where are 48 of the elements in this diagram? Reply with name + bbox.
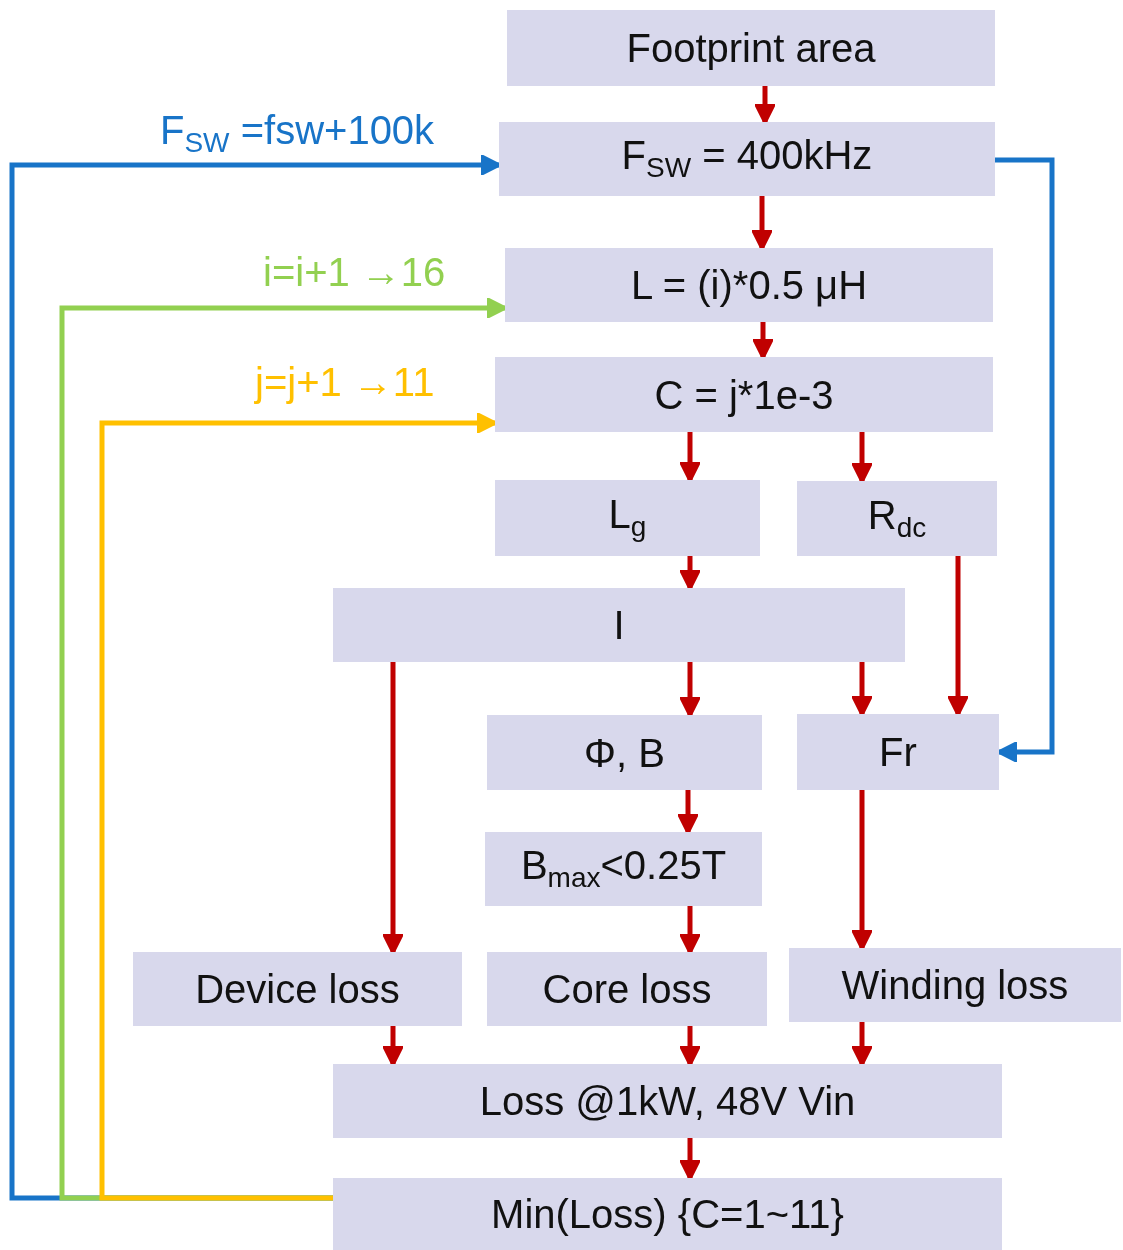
arrow <box>752 322 774 360</box>
process-box <box>507 10 995 86</box>
arrow <box>751 196 773 251</box>
process-box <box>797 714 999 790</box>
process-box <box>499 122 995 196</box>
arrow <box>679 556 701 591</box>
box-label: R$_{dc}$ <box>867 494 927 543</box>
arrow <box>851 662 873 717</box>
process-box <box>495 480 760 556</box>
box-label: Loss @1kW, 48V Vin <box>479 1081 856 1121</box>
box-label: L$_{g}$ <box>608 494 647 542</box>
process-box <box>333 1178 1002 1250</box>
arrow <box>679 906 701 955</box>
arrow <box>679 662 701 718</box>
process-box <box>797 481 997 556</box>
arrow <box>679 1026 701 1067</box>
box-label: Φ, B <box>584 732 665 773</box>
arrow <box>851 1022 873 1067</box>
box-label: Fr <box>879 732 917 772</box>
arrow <box>851 432 873 484</box>
process-box <box>505 248 993 322</box>
process-box <box>333 588 905 662</box>
box-label: Winding loss <box>841 965 1069 1005</box>
box-label: L = (i)*0.5 μH <box>630 265 868 305</box>
arrow <box>851 790 873 951</box>
arrow <box>382 1026 404 1067</box>
process-box <box>495 357 993 432</box>
arrow <box>677 790 699 835</box>
arrow <box>995 157 1055 763</box>
arrow <box>382 662 404 955</box>
box-label: B$_{max}$<0.25T <box>520 845 727 893</box>
box-label: I <box>613 605 625 645</box>
process-box <box>333 1064 1002 1138</box>
arrow <box>754 86 776 125</box>
box-label: F$_{SW}$ = 400kHz <box>621 135 873 183</box>
arrow <box>947 556 969 717</box>
box-label: Footprint area <box>626 28 876 68</box>
arrow <box>679 1138 701 1181</box>
box-label: Device loss <box>195 969 400 1009</box>
box-label: C = j*1e-3 <box>654 374 834 415</box>
process-box <box>789 948 1121 1022</box>
process-box <box>487 715 762 790</box>
process-box <box>485 832 762 906</box>
process-box <box>487 952 767 1026</box>
arrow <box>679 432 701 483</box>
box-label: Core loss <box>542 969 712 1009</box>
process-box <box>133 952 462 1026</box>
box-label: Min(Loss) {C=1~11} <box>491 1194 844 1234</box>
